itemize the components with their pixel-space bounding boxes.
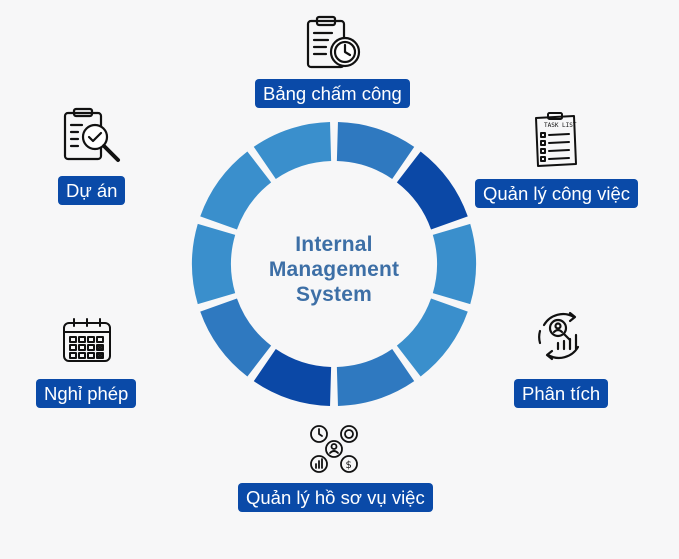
case-management-icon: $ bbox=[307, 423, 361, 475]
center-title: Internal Management System bbox=[234, 232, 434, 307]
ring-segment-10 bbox=[253, 122, 332, 180]
task-list-icon: TASK LIST bbox=[530, 112, 582, 170]
module-label-timesheet: Bảng chấm công bbox=[255, 79, 410, 108]
module-label-case-management: Quản lý hồ sơ vụ việc bbox=[238, 483, 433, 512]
clipboard-clock-icon bbox=[304, 15, 362, 71]
ring-segment-8 bbox=[192, 223, 236, 305]
ring-segment-1 bbox=[336, 122, 415, 180]
ring-segment-7 bbox=[200, 298, 272, 377]
project-review-icon bbox=[62, 107, 124, 167]
module-label-projects: Dự án bbox=[58, 176, 126, 205]
ring-segment-3 bbox=[432, 223, 476, 305]
center-title-line-1: Internal bbox=[295, 233, 373, 256]
center-title-line-2: Management bbox=[268, 258, 400, 281]
module-label-task-management: Quản lý công việc bbox=[475, 179, 639, 208]
analytics-icon bbox=[534, 309, 588, 363]
svg-text:$: $ bbox=[346, 460, 352, 471]
ring-segment-6 bbox=[253, 348, 332, 406]
ring-segment-2 bbox=[396, 151, 468, 230]
calendar-icon bbox=[62, 318, 112, 364]
module-label-leave: Nghỉ phép bbox=[36, 379, 137, 408]
ring-segment-5 bbox=[336, 348, 415, 406]
module-label-analytics: Phân tích bbox=[514, 379, 609, 408]
center-title-line-3: System bbox=[296, 283, 372, 306]
svg-text:TASK LIST: TASK LIST bbox=[544, 122, 577, 129]
ring-segment-4 bbox=[396, 298, 468, 377]
ring-segment-9 bbox=[200, 151, 272, 230]
